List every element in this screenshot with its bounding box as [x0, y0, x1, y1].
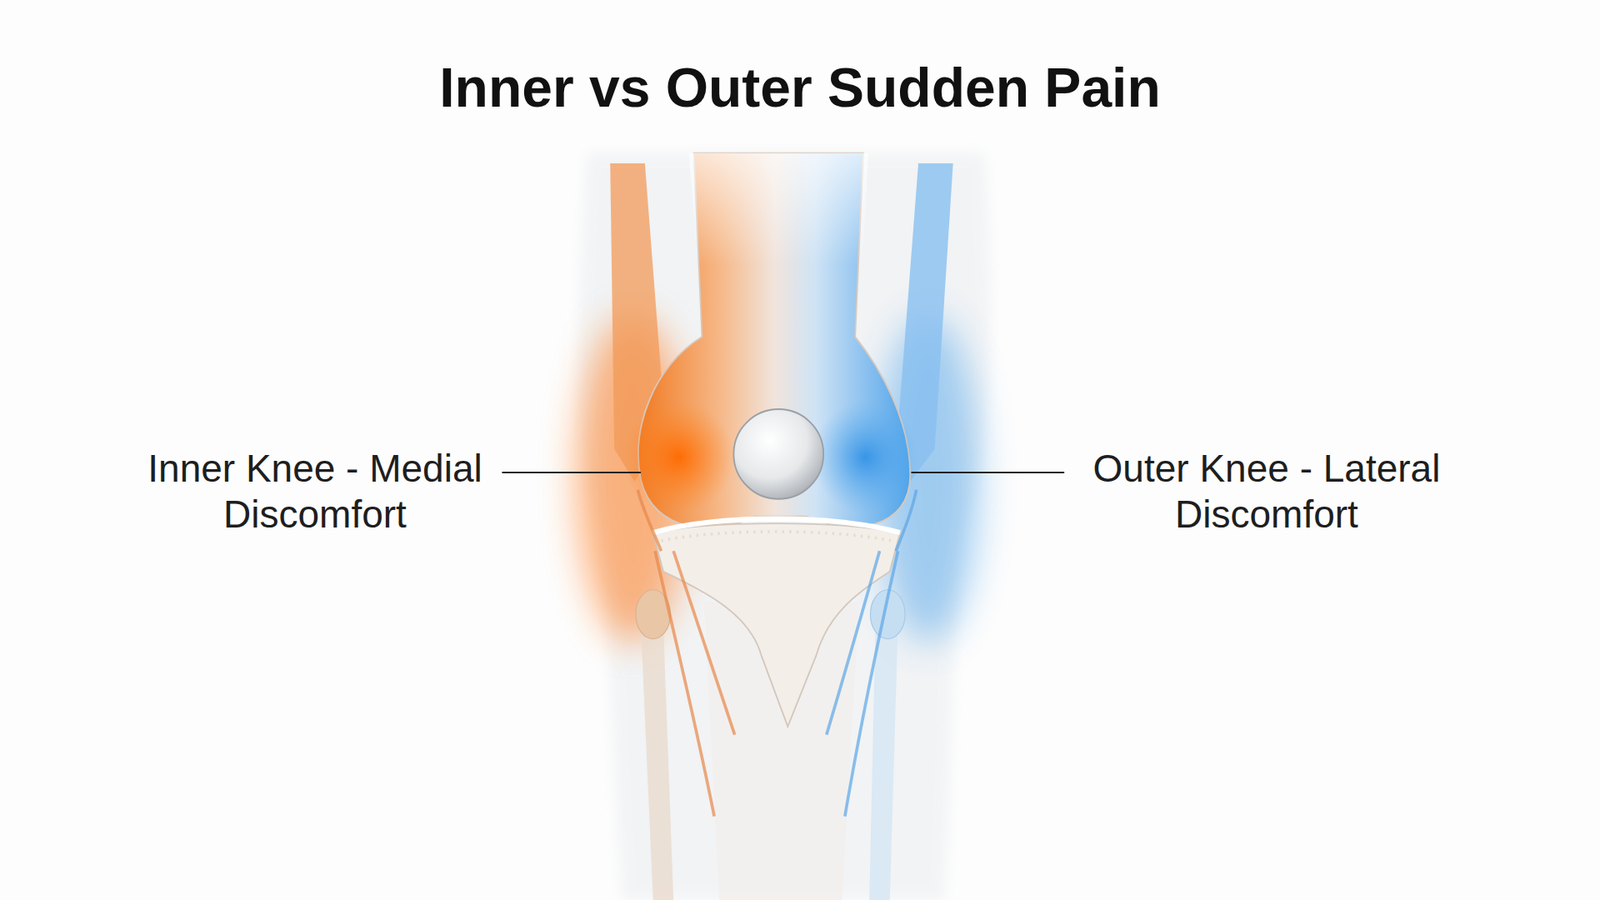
diagram-title: Inner vs Outer Sudden Pain [0, 55, 1600, 121]
lateral-condyle-glow [812, 400, 919, 514]
callout-label: Inner Knee - Medial Discomfort [115, 445, 515, 538]
medial-fibula [640, 624, 674, 900]
muscle-fiber [895, 490, 916, 551]
leader-line [910, 471, 1065, 474]
muscle-fiber [673, 550, 735, 735]
patella [733, 409, 824, 500]
muscle-fiber [826, 550, 880, 735]
tibia-plateau [653, 523, 900, 727]
muscle-fiber [655, 550, 715, 816]
leader-line [501, 471, 641, 474]
muscle-fiber [845, 550, 899, 816]
lateral-muscles [826, 490, 917, 817]
muscle-fiber [637, 490, 661, 551]
medial-muscles [637, 490, 735, 817]
callout-label: Outer Knee - Lateral Discomfort [1066, 445, 1467, 538]
meniscus [660, 531, 892, 541]
femur-fade [689, 153, 870, 266]
